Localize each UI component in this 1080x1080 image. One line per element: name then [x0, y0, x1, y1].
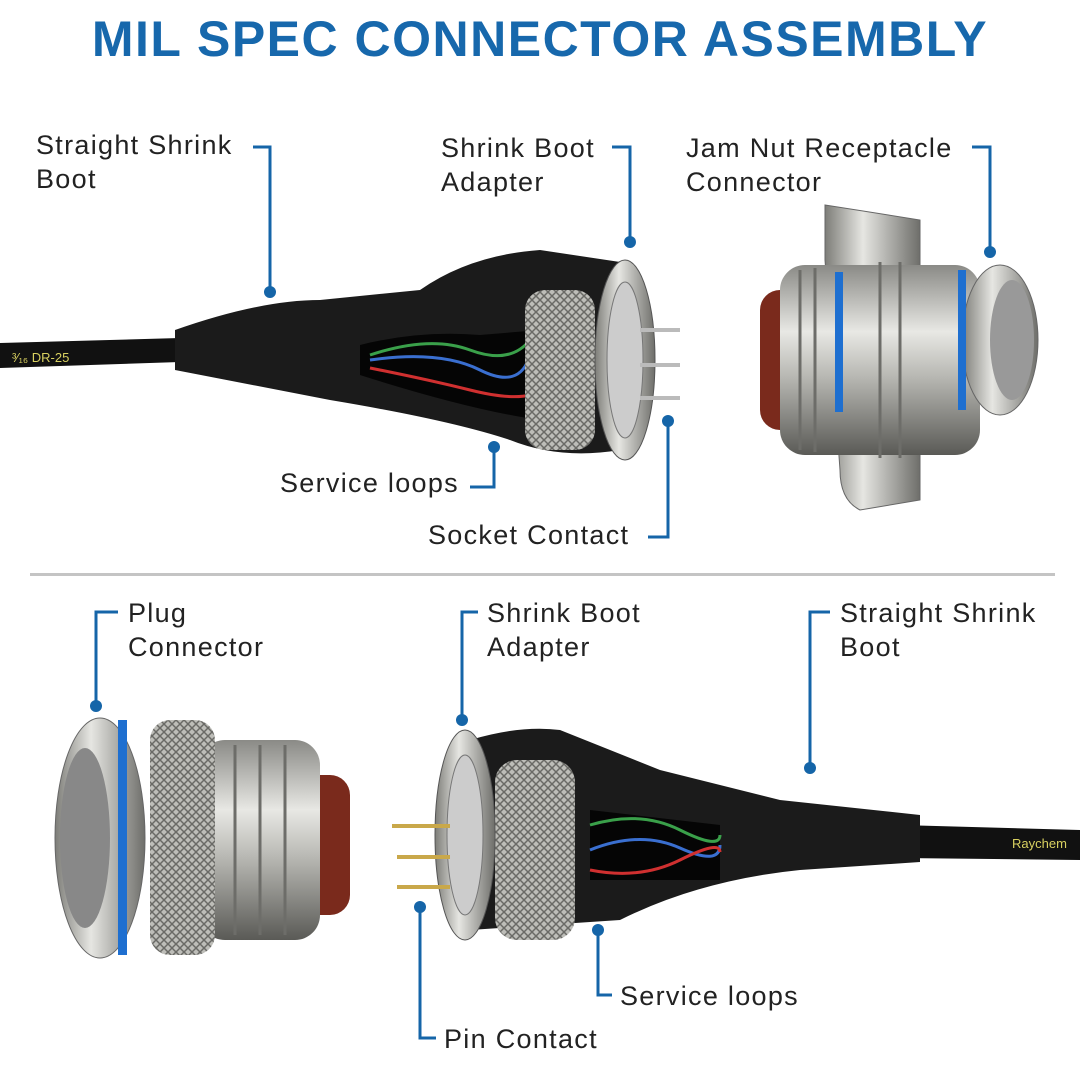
plug-connector-illustration [54, 717, 350, 959]
cable-print: Raychem [1012, 836, 1067, 851]
label-shrink-boot-adapter-top: Shrink Boot Adapter [441, 133, 595, 197]
label-shrink-boot-adapter-bottom: Shrink Boot Adapter [487, 598, 641, 662]
top-cable-assembly: ³⁄₁₆ DR-25 [0, 250, 680, 461]
label-straight-shrink-boot-bottom: Straight Shrink Boot [840, 598, 1037, 662]
label-socket-contact: Socket Contact [428, 520, 630, 550]
leader-dots [90, 236, 996, 936]
label-service-loops-top: Service loops [280, 468, 459, 498]
label-plug-connector: Plug Connector [128, 598, 265, 662]
leader-lines [94, 145, 992, 1040]
section-divider [30, 573, 1055, 576]
jam-nut-receptacle-illustration [760, 204, 1039, 511]
cable-print: ³⁄₁₆ DR-25 [12, 350, 69, 365]
label-pin-contact: Pin Contact [444, 1024, 598, 1054]
label-jam-nut-receptacle: Jam Nut Receptacle Connector [686, 133, 953, 197]
label-service-loops-bottom: Service loops [620, 981, 799, 1011]
bottom-cable-assembly: Raychem [392, 728, 1080, 941]
page-title: MIL SPEC CONNECTOR ASSEMBLY [91, 11, 989, 67]
label-straight-shrink-boot-top: Straight Shrink Boot [36, 130, 233, 194]
